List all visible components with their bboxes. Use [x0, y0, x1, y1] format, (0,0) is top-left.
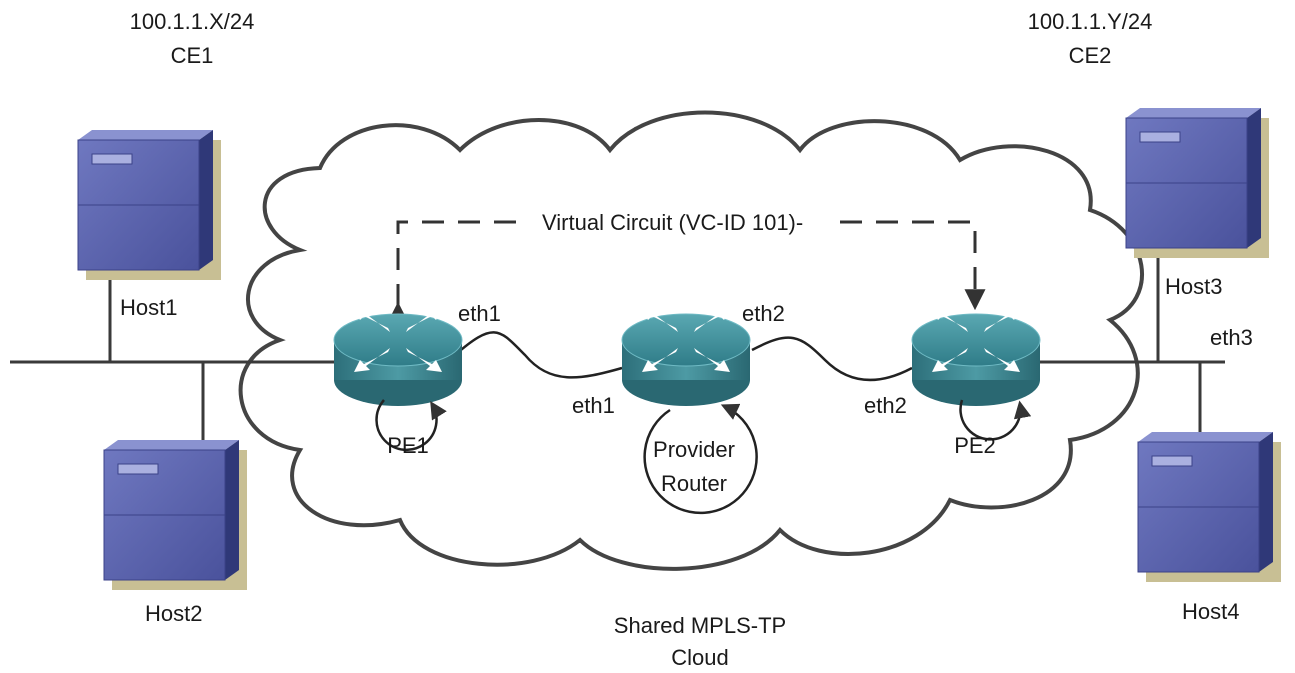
pe2-router-icon: [911, 307, 1041, 407]
provider-loop: [643, 403, 758, 515]
link-pe1-provider: [454, 331, 623, 379]
pe2-eth3-label: eth3: [1210, 325, 1253, 350]
virtual-circuit-line-left: [387, 220, 530, 323]
host2-label: Host2: [145, 601, 203, 626]
provider-eth2-label: eth2: [742, 301, 785, 326]
virtual-circuit-line-right: [840, 220, 986, 311]
host4-server-icon: [1137, 431, 1282, 583]
ce1-subnet: 100.1.1.X/24: [129, 9, 255, 34]
pe2-eth2-label: eth2: [864, 393, 907, 418]
pe1-loop: [375, 399, 447, 452]
pe2-label: PE2: [954, 433, 996, 458]
host1-label: Host1: [120, 295, 178, 320]
ce2-label: CE2: [1068, 43, 1112, 68]
host4-label: Host4: [1182, 599, 1240, 624]
host1-server-icon: [77, 129, 222, 281]
host2-server-icon: [103, 439, 248, 591]
link-provider-pe2: [751, 336, 913, 382]
ce2-subnet: 100.1.1.Y/24: [1027, 9, 1153, 34]
provider-label-line2: Router: [660, 471, 728, 496]
host3-label: Host3: [1165, 274, 1223, 299]
virtual-circuit-label: Virtual Circuit (VC-ID 101)-: [542, 210, 804, 235]
provider-label-line1: Provider: [653, 437, 735, 462]
ce1-label: CE1: [170, 43, 214, 68]
pe1-router-icon: [333, 307, 463, 407]
provider-router-icon: [621, 307, 751, 407]
provider-eth1-label: eth1: [572, 393, 615, 418]
pe2-loop: [959, 399, 1032, 441]
cloud-label-line1: Shared MPLS-TP: [613, 613, 787, 638]
pe1-label: PE1: [387, 433, 429, 458]
host3-server-icon: [1125, 107, 1270, 259]
cloud-label-line2: Cloud: [671, 645, 729, 670]
pe1-eth1-label: eth1: [458, 301, 501, 326]
